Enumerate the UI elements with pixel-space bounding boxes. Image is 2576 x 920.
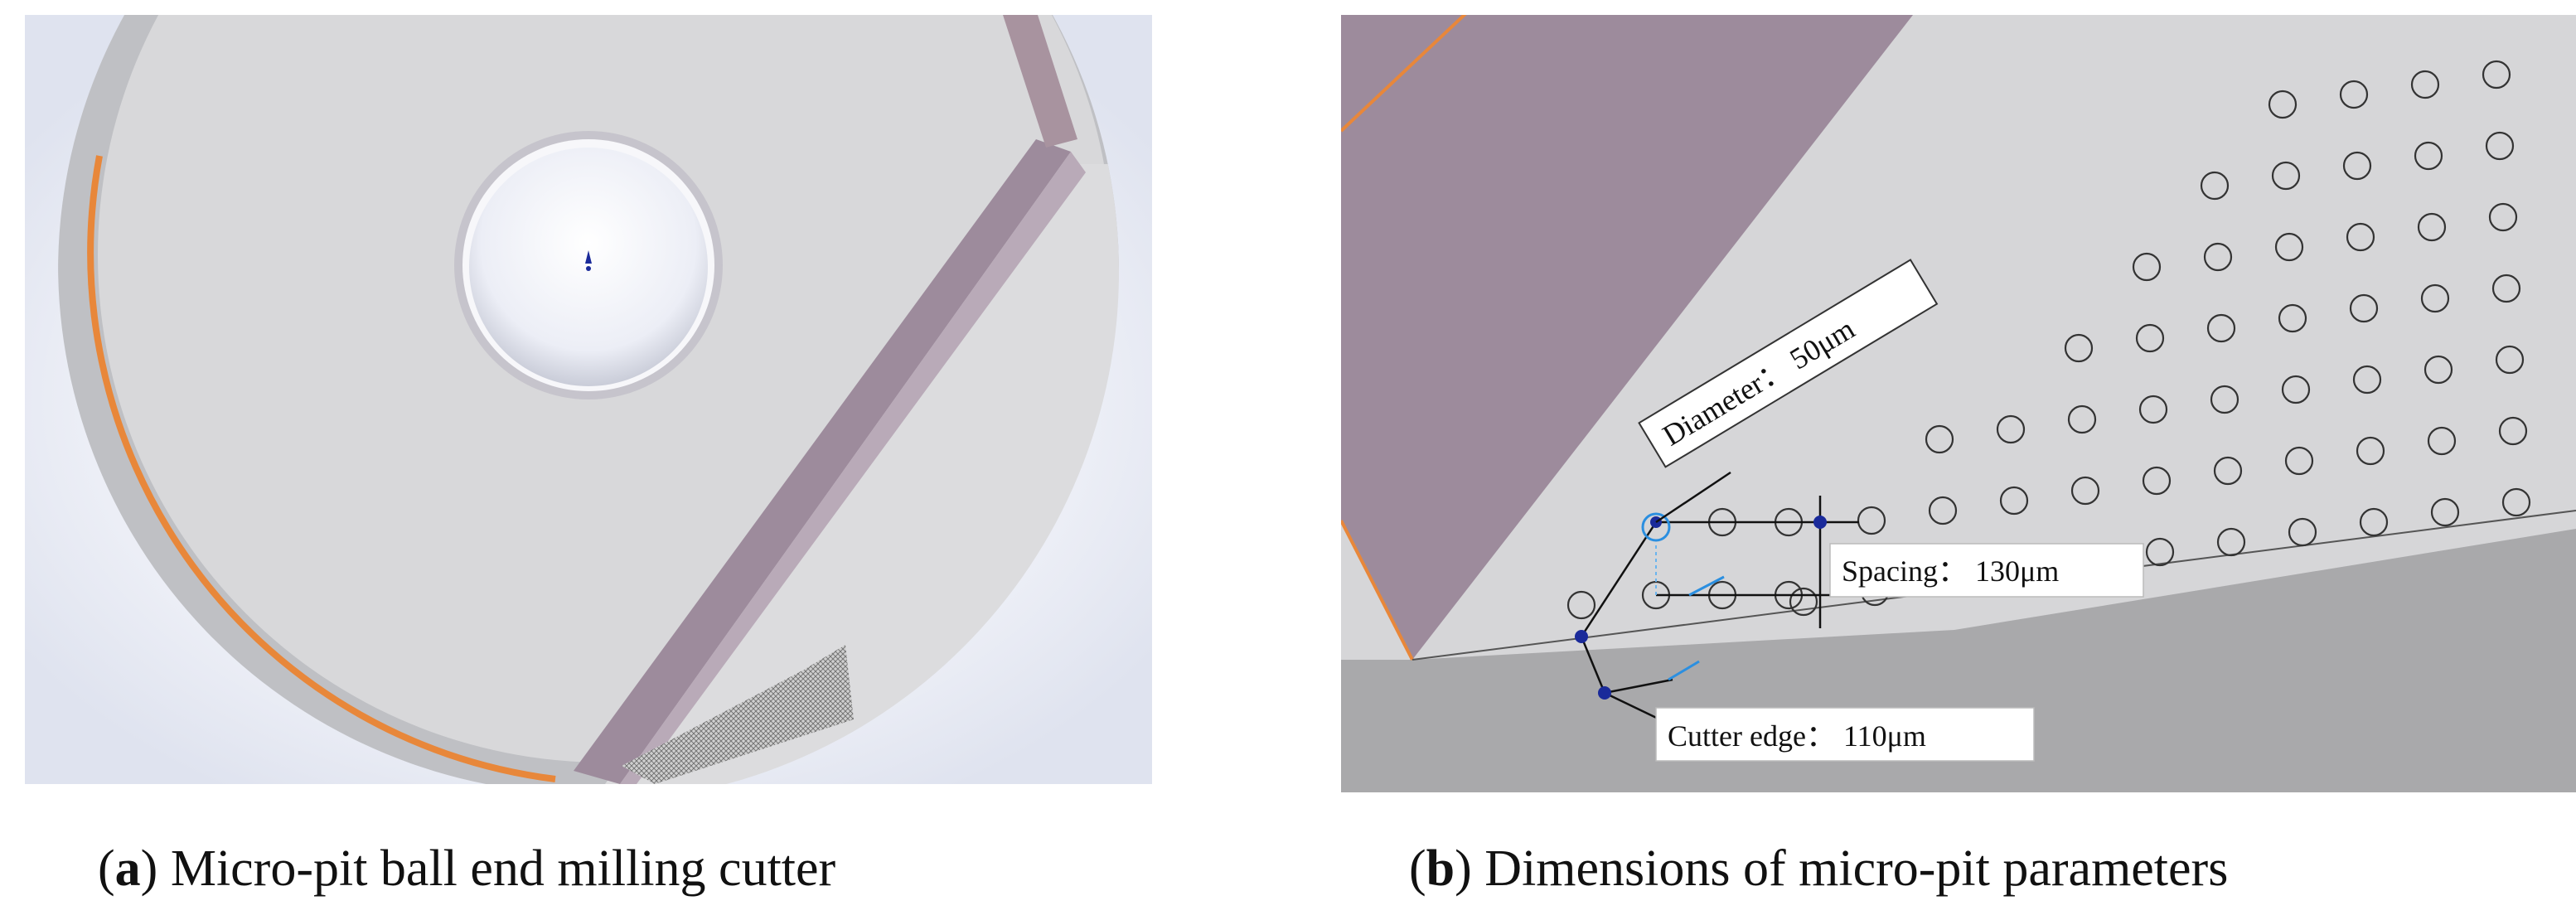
caption-b: (b) Dimensions of micro-pit parameters [1409, 840, 2229, 897]
spacing-text: Spacing： 130μm [1842, 554, 2059, 588]
dimension-markup [1580, 496, 1859, 762]
axis-marker [585, 250, 592, 264]
caption-a-letter: a [114, 840, 141, 897]
micro-pit [2213, 456, 2243, 486]
micro-pit [2274, 232, 2304, 262]
flute-edge [620, 152, 1086, 784]
caption-a-text: Micro-pit ball end milling cutter [170, 840, 836, 897]
micro-pit [2206, 313, 2236, 343]
micro-pit [2132, 252, 2162, 282]
micro-pit [1789, 587, 1818, 617]
micro-pit [2495, 345, 2525, 375]
micro-pit [2485, 131, 2515, 161]
micro-pit-texture [622, 645, 854, 784]
selected-pit [1641, 512, 1671, 542]
micro-pit [2288, 517, 2317, 547]
caption-a: (a) Micro-pit ball end milling cutter [98, 840, 836, 897]
pit-dimension-figure: Diameter： 50μm Spacing： 130μm Cutter edg… [1341, 15, 2576, 792]
micro-pit [2488, 202, 2518, 232]
micro-pit [2430, 497, 2460, 527]
micro-pit [2200, 171, 2230, 201]
flank-face [1341, 529, 2576, 792]
micro-pit [2501, 487, 2531, 517]
micro-pit [2281, 375, 2311, 404]
micro-pit [2414, 141, 2443, 171]
micro-pit [2349, 293, 2379, 323]
cutter-edge-label-box [1655, 707, 2035, 762]
micro-pit [2070, 476, 2100, 506]
micro-pit [2423, 355, 2453, 385]
micro-pit [2417, 212, 2447, 242]
pit-dimension-drawing: Diameter： 50μm Spacing： 130μm Cutter edg… [1341, 15, 2576, 792]
micro-pit [2268, 90, 2298, 119]
micro-pit [1566, 590, 1596, 620]
micro-pit [2203, 242, 2233, 272]
micro-pit [2498, 416, 2528, 446]
cutter-drawing [25, 15, 1152, 784]
flute-top [1003, 15, 1077, 148]
micro-pit [2216, 527, 2246, 557]
micro-pit [1857, 506, 1886, 535]
flute-edge-top [1341, 15, 1467, 133]
micro-pit-array [1566, 60, 2531, 620]
flute [1341, 15, 1913, 660]
spacing-label-box [1829, 543, 2144, 598]
micro-pit [1996, 414, 2026, 444]
micro-pit [2352, 365, 2382, 395]
micro-pit [2135, 323, 2165, 353]
micro-pit [2067, 404, 2097, 434]
micro-pit [1999, 486, 2029, 516]
micro-pit [2427, 426, 2457, 456]
micro-pit [2342, 151, 2372, 181]
micro-pit [2356, 436, 2385, 466]
caption-b-text: Dimensions of micro-pit parameters [1484, 840, 2229, 897]
flute-edge-bottom [1341, 520, 1414, 661]
micro-pit [1928, 496, 1958, 525]
caption-b-letter: b [1426, 840, 1455, 897]
cutter-figure [25, 15, 1152, 784]
micro-pit [2145, 537, 2175, 567]
micro-pit [2138, 395, 2168, 424]
cutting-edge [87, 155, 556, 782]
cutter-edge-text: Cutter edge： 110μm [1668, 719, 1926, 753]
micro-pit [2346, 222, 2375, 252]
micro-pit [2064, 333, 2094, 363]
micro-pit [2339, 80, 2369, 109]
micro-pit [2210, 385, 2239, 414]
micro-pit [2271, 161, 2301, 191]
flute [574, 139, 1071, 784]
micro-pit [2278, 303, 2307, 333]
micro-pit [2359, 507, 2389, 537]
micro-pit [2142, 466, 2172, 496]
micro-pit [2284, 446, 2314, 476]
micro-pit [2491, 274, 2521, 303]
micro-pit [2410, 70, 2440, 99]
micro-pit [1925, 424, 1954, 454]
micro-pit [2482, 60, 2511, 90]
micro-pit [2420, 283, 2450, 313]
